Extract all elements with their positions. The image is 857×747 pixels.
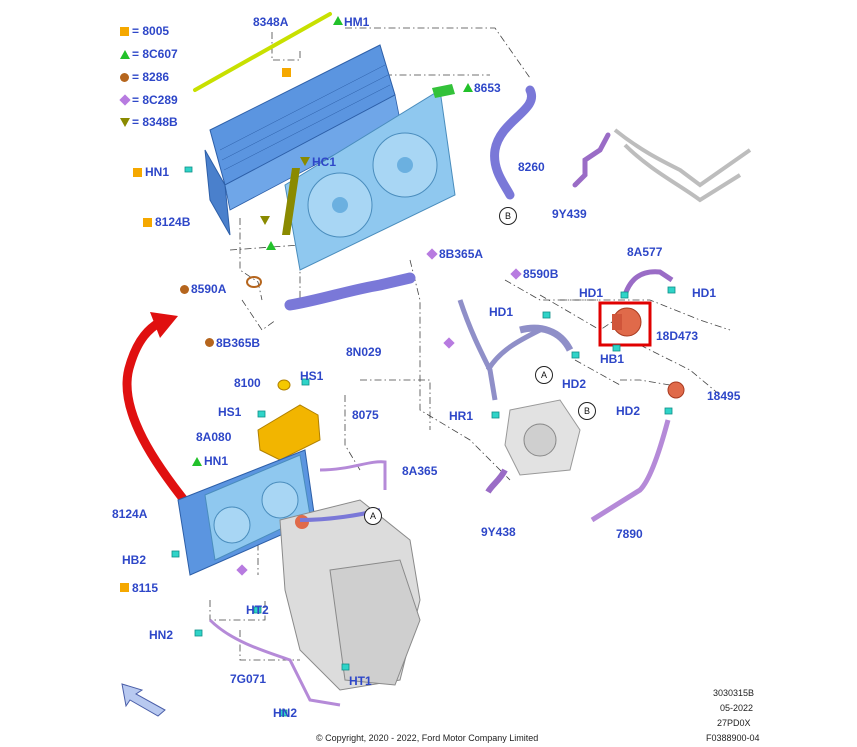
label-18D473: 18D473 — [656, 329, 699, 343]
drawing-ref: 27PD0X — [717, 718, 751, 728]
label-8B365B: 8B365B — [216, 336, 261, 350]
label-HS1: HS1 — [300, 369, 324, 383]
label-8A365: 8A365 — [402, 464, 438, 478]
callout-A: A — [364, 507, 382, 525]
label-18495: 18495 — [707, 389, 741, 403]
legend-item: = 8C607 — [132, 47, 178, 61]
callout-A: A — [535, 366, 553, 384]
label-7G071: 7G071 — [230, 672, 267, 686]
triangle-up-icon — [266, 241, 276, 250]
coolant-reservoir — [257, 379, 321, 461]
square-icon — [133, 168, 142, 177]
lower-radiator — [177, 449, 316, 576]
triangle-down-icon — [260, 216, 270, 225]
drawing-code: 3030315B — [713, 688, 755, 698]
triangle-up-icon — [463, 83, 473, 92]
thermostat-housing-assembly — [457, 299, 574, 401]
label-9Y438: 9Y438 — [481, 525, 516, 539]
legend-item: = 8005 — [132, 24, 170, 38]
copyright-notice: © Copyright, 2020 - 2022, Ford Motor Com… — [316, 733, 539, 743]
hose-9Y438 — [485, 468, 508, 494]
drawing-date: 05-2022 — [720, 703, 754, 713]
circle-icon — [120, 73, 129, 82]
legend-item: = 8C289 — [132, 93, 178, 107]
label-HB2: HB2 — [122, 553, 147, 567]
label-8A080: 8A080 — [196, 430, 232, 444]
upper-radiator — [204, 44, 401, 236]
legend-item: = 8286 — [132, 70, 170, 84]
circle-icon — [205, 338, 214, 347]
olive-bracket — [282, 168, 300, 235]
label-HN2: HN2 — [273, 706, 298, 720]
highlight-box — [598, 301, 652, 347]
gray-tubing — [613, 128, 752, 203]
label-HT1: HT1 — [349, 674, 372, 688]
label-8124A: 8124A — [112, 507, 148, 521]
seal-ring — [246, 276, 262, 288]
label-HB1: HB1 — [600, 352, 625, 366]
square-icon — [282, 68, 291, 77]
label-8348A: 8348A — [253, 15, 289, 29]
callout-B: B — [499, 207, 517, 225]
upper-fan-shroud — [284, 89, 456, 271]
square-icon — [120, 27, 129, 36]
hose-8A577 — [622, 269, 674, 296]
hose-8260 — [490, 85, 537, 200]
square-icon — [120, 583, 129, 592]
water-pump-body — [504, 399, 581, 476]
triangle-up-icon — [192, 457, 202, 466]
label-HD2: HD2 — [562, 377, 587, 391]
label-HD2: HD2 — [616, 404, 641, 418]
label-8075: 8075 — [352, 408, 379, 422]
label-HM1: HM1 — [344, 15, 370, 29]
label-7890: 7890 — [616, 527, 643, 541]
label-HN1: HN1 — [204, 454, 229, 468]
drawing-number: F0388900-04 — [706, 733, 760, 743]
label-8100: 8100 — [234, 376, 261, 390]
label-8115: 8115 — [132, 581, 159, 595]
lime-rod — [193, 12, 332, 92]
label-9Y439: 9Y439 — [552, 207, 587, 221]
engine-transmission — [279, 499, 421, 691]
circle-icon — [180, 285, 189, 294]
label-HC1: HC1 — [312, 155, 337, 169]
hose-7G071 — [208, 618, 341, 707]
label-HD1: HD1 — [579, 286, 604, 300]
square-icon — [143, 218, 152, 227]
label-8A577: 8A577 — [627, 245, 663, 259]
label-8590A: 8590A — [191, 282, 227, 296]
label-HN1: HN1 — [145, 165, 170, 179]
diamond-markers — [236, 337, 455, 576]
label-HD1: HD1 — [692, 286, 717, 300]
part-18495 — [667, 381, 685, 399]
callout-B: B — [578, 402, 596, 420]
hose-8A365 — [319, 460, 387, 490]
label-8590B: 8590B — [523, 267, 559, 281]
label-8N029: 8N029 — [346, 345, 382, 359]
red-direction-arrow — [122, 312, 193, 510]
hose-9Y439 — [572, 132, 611, 188]
label-8B365A: 8B365A — [439, 247, 484, 261]
triangle-up-icon — [120, 50, 130, 59]
pump-18D473 — [612, 307, 642, 337]
label-HN2: HN2 — [149, 628, 174, 642]
clamps — [171, 166, 676, 717]
label-HR1: HR1 — [449, 409, 474, 423]
triangle-down-icon — [300, 157, 310, 166]
direction-arrow-icon — [121, 683, 166, 717]
lower-hose — [284, 272, 416, 311]
triangle-up-icon — [333, 16, 343, 25]
label-8653: 8653 — [474, 81, 501, 95]
label-HT2: HT2 — [246, 603, 269, 617]
label-HD1: HD1 — [489, 305, 514, 319]
label-8260: 8260 — [518, 160, 545, 174]
triangle-down-icon — [120, 118, 130, 127]
green-bracket — [432, 84, 455, 98]
hose-7890 — [590, 419, 671, 523]
label-8124B: 8124B — [155, 215, 191, 229]
label-HS1: HS1 — [218, 405, 242, 419]
legend-item: = 8348B — [132, 115, 178, 129]
